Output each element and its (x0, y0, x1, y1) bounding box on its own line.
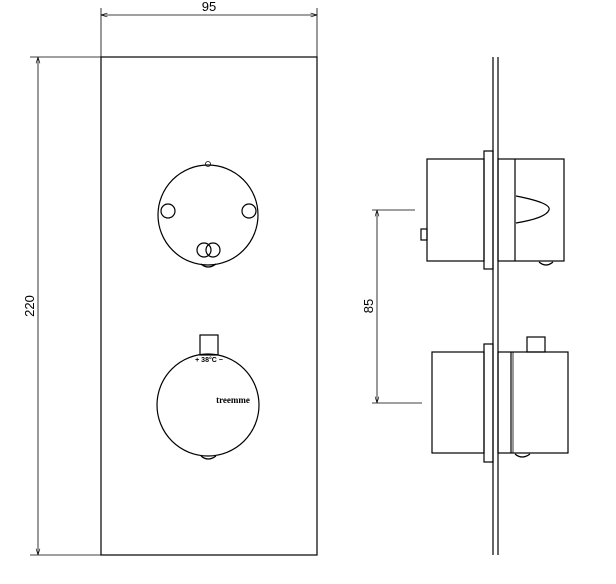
diverter-side (420, 150, 565, 270)
width-dimension: 95 (100, 0, 318, 57)
diverter-knob-front (157, 161, 259, 268)
thermostat-side (431, 336, 569, 463)
width-label: 95 (202, 0, 216, 14)
side-view (420, 57, 569, 555)
height-dimension: 220 (22, 56, 101, 556)
brand-logo: treemme (216, 395, 250, 405)
spacing-label: 85 (361, 299, 376, 313)
front-plate (100, 56, 318, 556)
height-label: 220 (22, 295, 37, 317)
thermostat-knob-front: + 38°C − treemme (156, 334, 260, 460)
spacing-dimension: 85 (361, 209, 422, 404)
temperature-label: + 38°C − (195, 356, 223, 364)
